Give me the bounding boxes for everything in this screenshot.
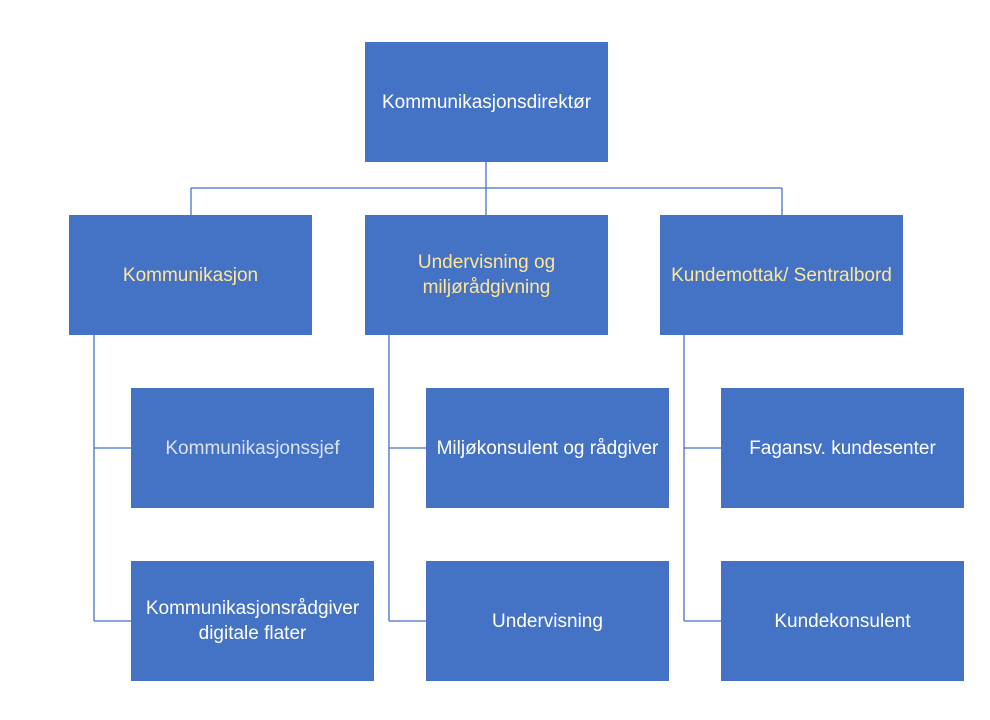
department-box-kommunikasjon: Kommunikasjon [69,215,312,335]
role-box-kundekonsulent: Kundekonsulent [721,561,964,681]
department-label: Kundemottak/ Sentralbord [671,264,892,286]
role-label: Kommunikasjonssjef [165,437,340,459]
department-box-undervisning-miljoradgivning: Undervisning og miljørådgivning [365,215,608,335]
role-label: Undervisning [492,610,603,632]
role-label: Miljøkonsulent og rådgiver [436,437,659,459]
role-label: Kundekonsulent [774,610,911,632]
department-label: Undervisning og miljørådgivning [417,252,556,298]
department-box-kundemottak: Kundemottak/ Sentralbord [660,215,903,335]
role-label: Kommunikasjonsrådgiver digitale flater [145,598,360,644]
role-box-undervisning: Undervisning [426,561,669,681]
role-box-kommunikasjonssjef: Kommunikasjonssjef [131,388,374,508]
role-box-miljokonsulent: Miljøkonsulent og rådgiver [426,388,669,508]
role-box-fagansv-kundesenter: Fagansv. kundesenter [721,388,964,508]
director-box: Kommunikasjonsdirektør [365,42,608,162]
department-label: Kommunikasjon [122,264,259,286]
director-label: Kommunikasjonsdirektør [381,91,592,113]
role-label: Fagansv. kundesenter [749,437,936,459]
role-box-kommunikasjonsradgiver: Kommunikasjonsrådgiver digitale flater [131,561,374,681]
